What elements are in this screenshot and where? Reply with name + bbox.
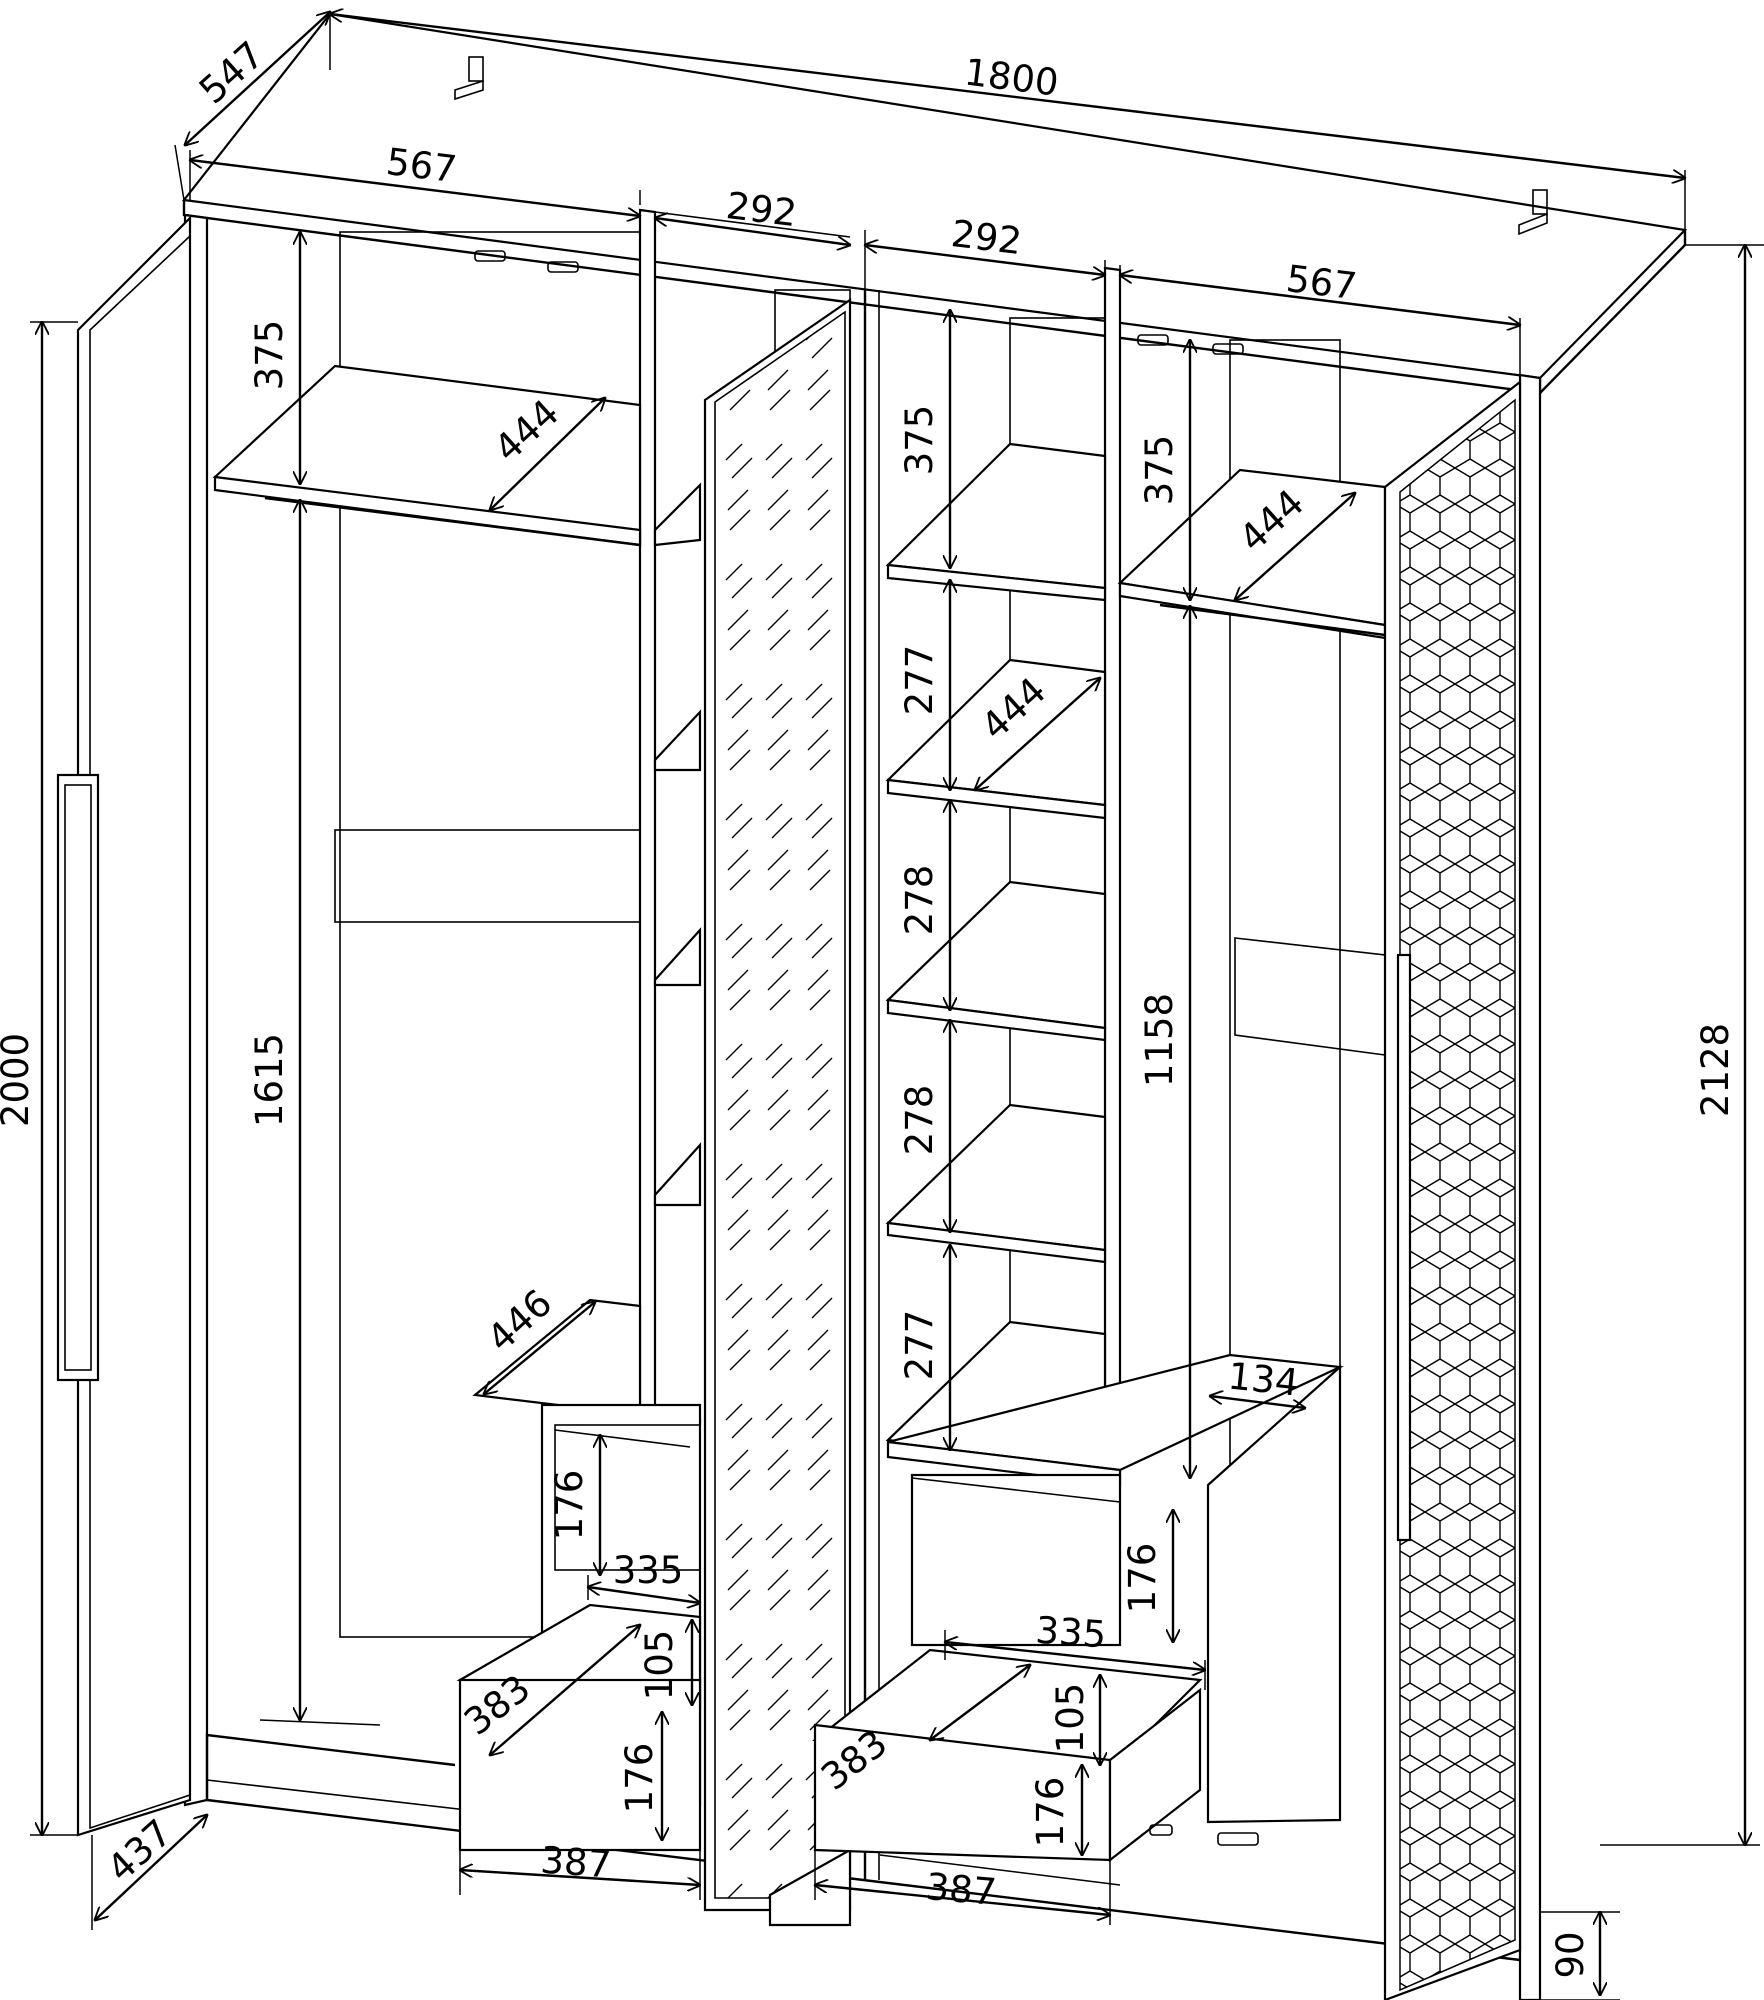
label-overall-width: 1800 <box>962 51 1061 105</box>
label-shelf-gap-1: 375 <box>898 405 941 476</box>
label-plinth-height: 90 <box>1549 1931 1592 1978</box>
label-left-drawer-front-width: 387 <box>539 1839 612 1887</box>
label-right-top-gap: 375 <box>1138 435 1181 506</box>
label-center-drawer2-front-height: 176 <box>1029 1777 1072 1848</box>
label-door-height: 2000 <box>0 1033 37 1127</box>
left-door <box>56 215 192 1837</box>
label-right-section-width: 567 <box>1284 257 1359 308</box>
mirror-door <box>703 297 852 1927</box>
label-left-hanging-height: 1615 <box>248 1033 291 1127</box>
label-top-depth: 547 <box>191 33 272 112</box>
label-left-section-width: 567 <box>384 140 459 191</box>
label-left-drawer-box-height: 105 <box>638 1630 681 1701</box>
label-right-hanging-height: 1158 <box>1138 993 1181 1087</box>
label-shelf-section-width: 292 <box>949 212 1024 263</box>
label-left-drawer-inner-width: 335 <box>613 1549 684 1592</box>
label-center-drawer-front-width: 387 <box>924 1865 998 1914</box>
label-right-cabinet-width: 134 <box>1226 1354 1301 1404</box>
label-left-drawer2-front-height: 176 <box>618 1743 661 1814</box>
honeycomb-door <box>1383 379 1522 2000</box>
label-left-drawer-front-height: 176 <box>548 1470 591 1541</box>
label-overall-height: 2128 <box>1694 1023 1737 1117</box>
dimension-lines <box>30 12 1764 2000</box>
label-shelf-gap-3: 278 <box>898 865 941 936</box>
wall-bracket-icon <box>1518 189 1548 236</box>
label-center-drawer-front-height: 176 <box>1121 1543 1164 1614</box>
hinge-fitting-icon <box>474 250 1259 1846</box>
right-shelf <box>1117 468 1387 1056</box>
label-left-top-gap: 375 <box>248 320 291 391</box>
label-shelf-gap-5: 277 <box>898 1310 941 1381</box>
wardrobe-top <box>181 12 1688 395</box>
label-center-drawer-inner-width: 335 <box>1034 1609 1107 1657</box>
center-drawer-cabinet <box>812 1353 1345 1863</box>
label-mirror-section-width: 292 <box>724 184 799 235</box>
label-shelf-gap-2: 277 <box>898 645 941 716</box>
label-center-drawer-box-height: 105 <box>1049 1683 1092 1754</box>
label-shelf-gap-4: 278 <box>898 1085 941 1156</box>
